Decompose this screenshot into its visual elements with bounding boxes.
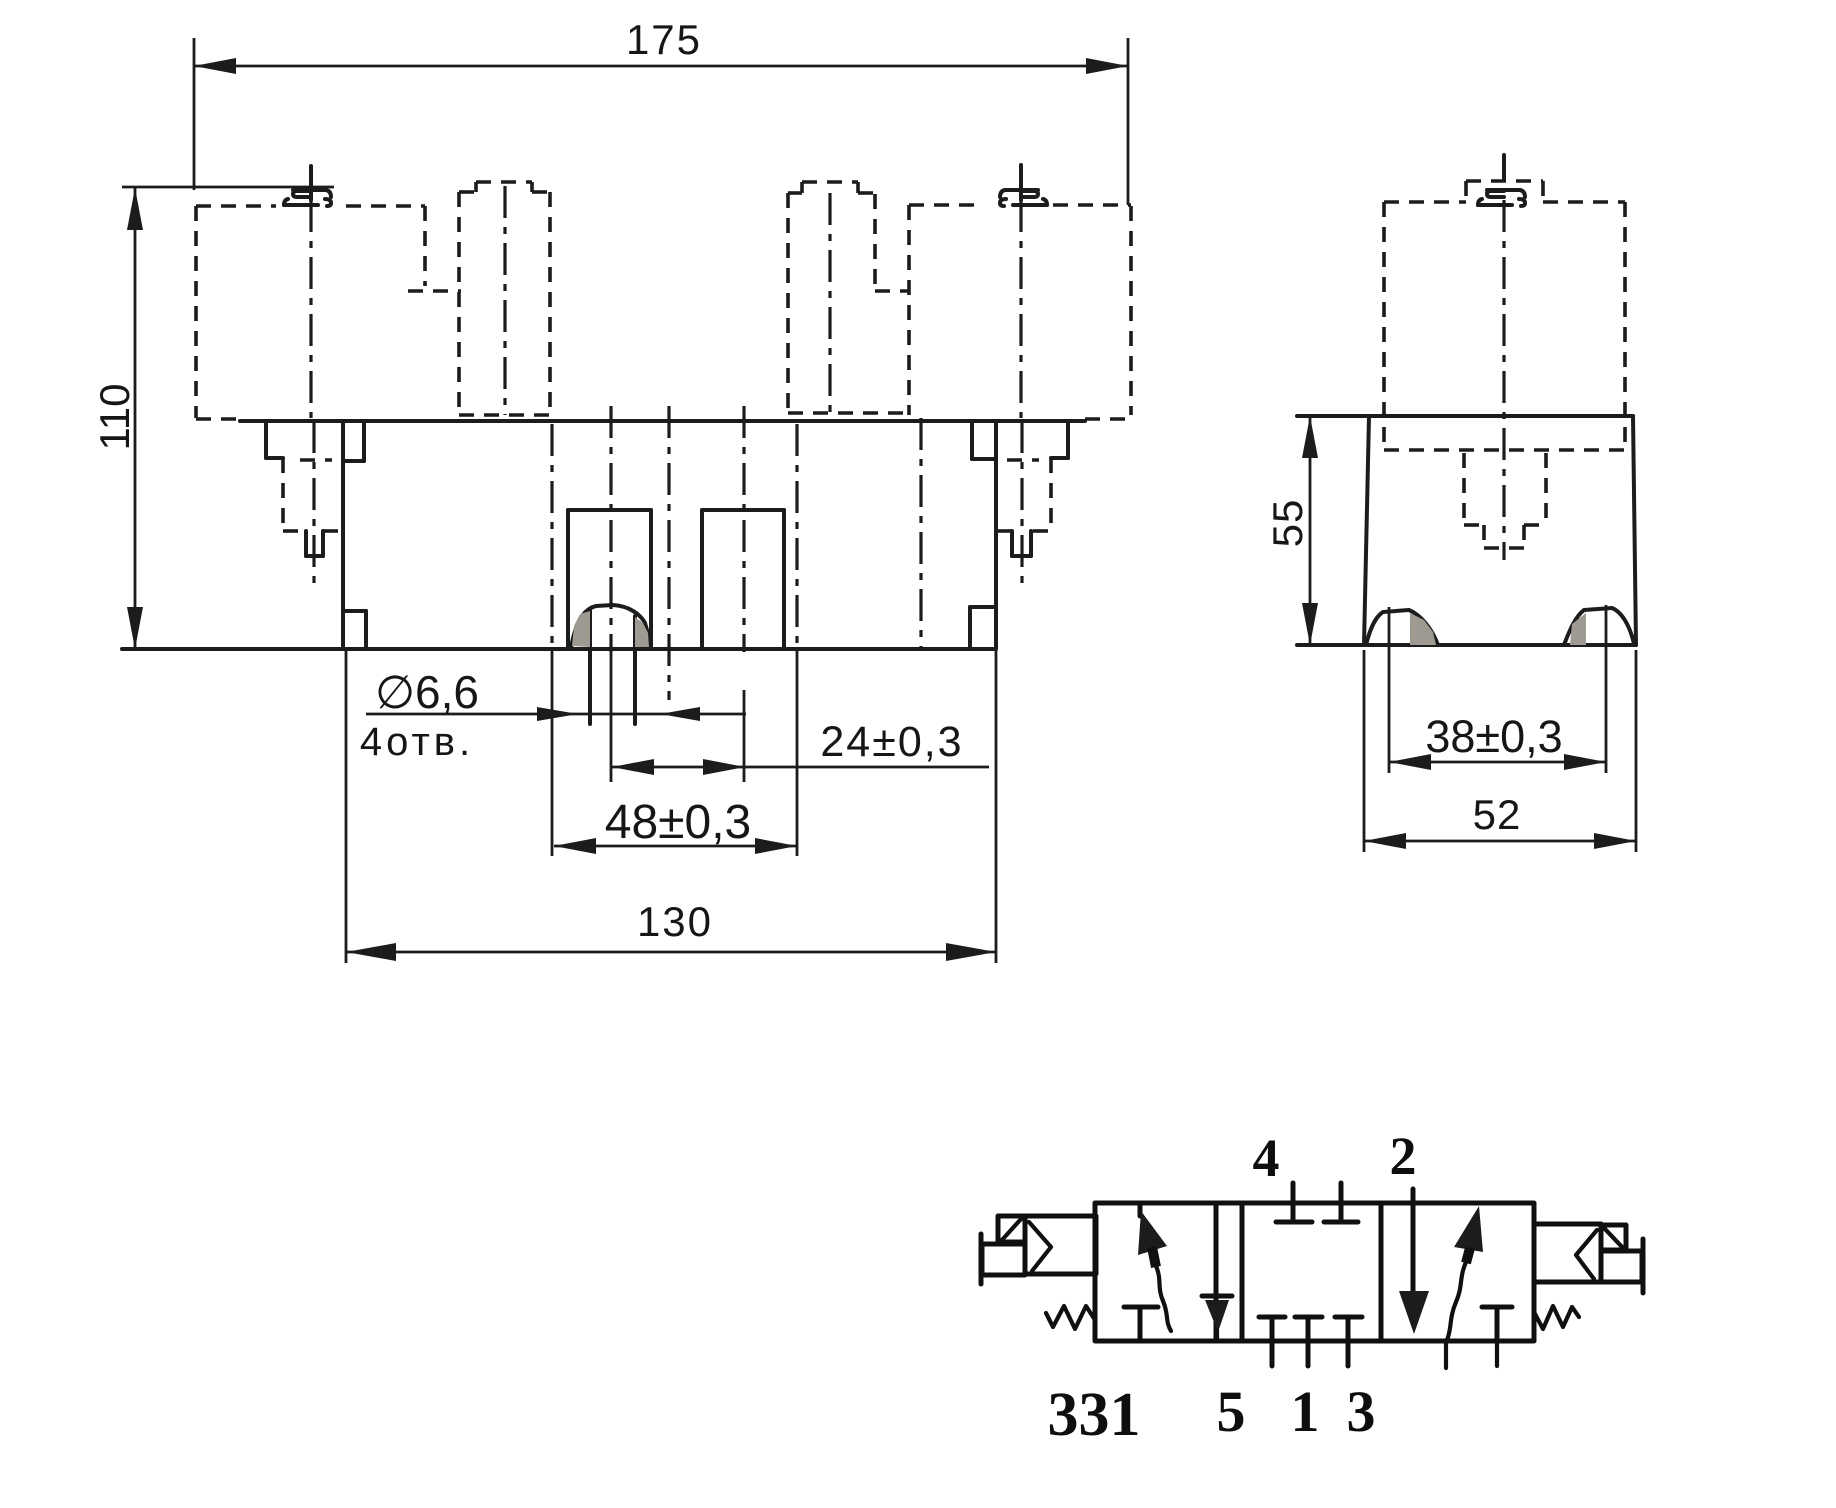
svg-text:130: 130 — [637, 898, 713, 945]
svg-text:24±0,3: 24±0,3 — [820, 718, 963, 766]
svg-text:1: 1 — [1291, 1379, 1320, 1444]
svg-text:∅6,6: ∅6,6 — [375, 666, 479, 718]
svg-text:175: 175 — [626, 16, 702, 63]
svg-text:52: 52 — [1473, 791, 1522, 838]
svg-text:48±0,3: 48±0,3 — [605, 796, 751, 849]
svg-text:38±0,3: 38±0,3 — [1425, 711, 1562, 762]
svg-text:110: 110 — [91, 384, 138, 451]
svg-text:331: 331 — [1048, 1381, 1141, 1449]
svg-text:55: 55 — [1264, 499, 1311, 548]
svg-text:2: 2 — [1390, 1126, 1417, 1186]
svg-text:5: 5 — [1217, 1379, 1246, 1444]
svg-text:4: 4 — [1253, 1128, 1280, 1188]
svg-text:4отв.: 4отв. — [360, 720, 474, 764]
svg-text:3: 3 — [1347, 1379, 1376, 1444]
